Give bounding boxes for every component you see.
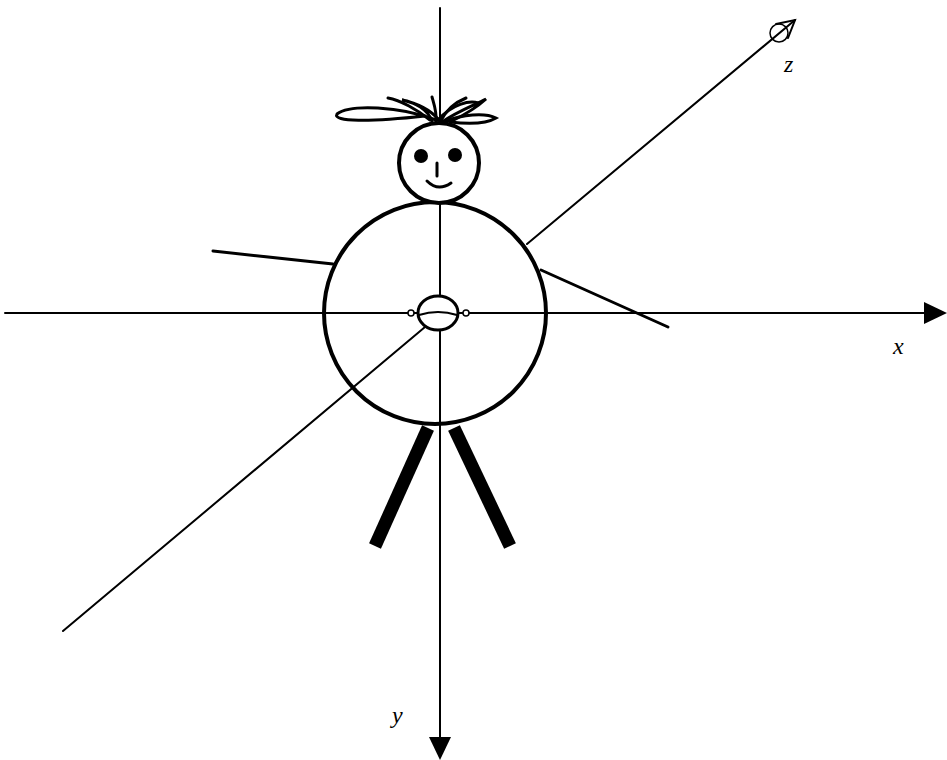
mouth	[427, 181, 451, 187]
axis-label: x	[893, 334, 904, 358]
belly-dot	[408, 310, 414, 316]
z-axis	[63, 327, 425, 631]
axis-label: z	[784, 52, 793, 76]
y-arrowhead	[429, 737, 451, 760]
right-arm	[541, 270, 668, 327]
eye	[414, 149, 428, 163]
z-ring	[770, 24, 788, 42]
belly	[418, 296, 458, 330]
head-circle	[399, 123, 479, 203]
right-leg	[454, 428, 510, 546]
x-arrowhead	[924, 302, 947, 324]
belly-band	[419, 312, 457, 315]
nose	[436, 163, 439, 176]
z-axis	[527, 20, 795, 244]
left-leg	[375, 428, 428, 546]
hair	[337, 97, 496, 123]
body-circle	[324, 202, 546, 424]
axis-label: y	[392, 703, 403, 727]
z-arrowhead	[776, 20, 795, 38]
belly-dot	[463, 310, 469, 316]
eye	[448, 148, 462, 162]
left-arm	[213, 251, 333, 264]
